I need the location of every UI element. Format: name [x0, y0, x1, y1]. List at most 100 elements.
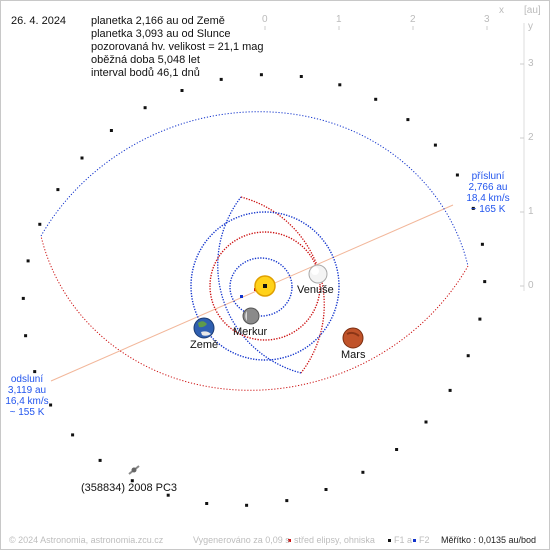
interval-marker — [98, 458, 102, 462]
interval-marker — [324, 488, 328, 491]
apsis-line — [50, 204, 454, 382]
asteroid-label: (358834) 2008 PC3 — [81, 482, 178, 494]
x-axis-name: x — [499, 5, 504, 16]
venus-icon — [308, 264, 328, 284]
aphelion-distance: 3,119 au — [7, 385, 47, 396]
perihelion-speed: 18,4 km/s — [466, 193, 510, 204]
asteroid-icon — [128, 465, 140, 475]
info-line-period: oběžná doba 5,048 let — [91, 54, 200, 66]
interval-marker — [24, 334, 28, 338]
mars-feature — [346, 331, 360, 337]
interval-marker — [56, 188, 60, 192]
y-tick-3: 3 — [528, 58, 534, 69]
info-line-distance-earth: planetka 2,166 au od Země — [91, 15, 225, 27]
axis-unit: [au] — [524, 5, 541, 16]
interval-marker — [299, 75, 303, 78]
y-tick-1: 1 — [528, 206, 534, 217]
venus-orbit — [209, 231, 321, 341]
info-line-interval: interval bodů 46,1 dnů — [91, 67, 200, 79]
x-tick-1: 1 — [336, 14, 342, 25]
interval-marker — [406, 118, 410, 122]
interval-marker — [361, 470, 365, 474]
asteroid-orbit-red — [40, 235, 469, 391]
mars-orbit-red — [240, 196, 325, 374]
interval-marker — [143, 106, 147, 110]
legend-f1-text: F1 a — [394, 535, 413, 545]
legend-center-swatch — [288, 539, 291, 542]
earth-cloud — [201, 331, 211, 336]
aphelion-title: odsluní — [10, 374, 44, 385]
legend-f2-text: F2 — [419, 535, 430, 545]
date-label: 26. 4. 2024 — [11, 15, 67, 27]
x-tick-3: 3 — [484, 14, 490, 25]
info-line-magnitude: pozorovaná hv. velikost = 21,1 mag — [91, 41, 264, 53]
interval-marker — [433, 143, 437, 147]
interval-marker — [71, 433, 75, 437]
interval-marker — [285, 499, 289, 503]
interval-marker — [424, 420, 428, 424]
mercury-label: Merkur — [233, 326, 268, 338]
y-tick-0: 0 — [528, 280, 534, 291]
interval-marker — [480, 242, 484, 246]
legend-center-text: střed elipsy, ohniska — [294, 535, 375, 545]
legend-f1-swatch — [388, 539, 391, 542]
interval-marker — [130, 479, 134, 483]
mars-icon — [342, 327, 364, 349]
interval-marker — [374, 97, 378, 101]
earth-orbit — [190, 211, 340, 361]
interval-marker — [180, 89, 184, 92]
x-axis-ticks — [264, 26, 488, 30]
y-tick-2: 2 — [528, 132, 534, 143]
interval-marker — [33, 370, 37, 374]
interval-marker — [166, 493, 170, 497]
interval-marker — [49, 403, 53, 407]
asteroid-orbit-blue — [40, 111, 469, 267]
mars-orbit-blue — [217, 196, 302, 374]
interval-marker — [466, 354, 470, 358]
perihelion-label: přísluní 2,766 au 18,4 km/s ~ 165 K — [453, 171, 523, 215]
mercury-shade — [245, 311, 247, 321]
interval-marker — [26, 259, 30, 263]
y-axis-name: y — [528, 21, 533, 32]
interval-marker — [455, 173, 459, 177]
venus-highlight — [311, 267, 319, 275]
interval-marker — [478, 317, 482, 321]
info-line-distance-sun: planetka 3,093 au od Slunce — [91, 28, 231, 40]
x-tick-0: 0 — [262, 14, 268, 25]
aphelion-label: odsluní 3,119 au 16,4 km/s ~ 155 K — [1, 374, 53, 418]
interval-marker — [483, 280, 487, 284]
legend-f2-swatch — [413, 539, 416, 542]
interval-marker — [259, 73, 263, 77]
interval-marker — [38, 222, 42, 226]
interval-markers — [21, 73, 487, 507]
venus-label: Venuše — [297, 284, 334, 296]
mars-label: Mars — [341, 349, 366, 361]
y-axis-ticks — [520, 63, 524, 287]
interval-marker — [205, 502, 209, 505]
interval-marker — [338, 83, 342, 87]
interval-marker — [245, 503, 249, 507]
copyright-text: © 2024 Astronomia, astronomia.zcu.cz — [9, 535, 164, 545]
interval-marker — [80, 156, 84, 160]
perihelion-temp: ~ 165 K — [470, 204, 506, 215]
x-tick-2: 2 — [410, 14, 416, 25]
perihelion-title: přísluní — [471, 171, 505, 182]
interval-marker — [21, 296, 25, 300]
interval-marker — [448, 388, 452, 392]
perihelion-distance: 2,766 au — [468, 182, 508, 193]
scale-text: Měřítko : 0,0135 au/bod — [441, 535, 537, 545]
earth-land — [198, 321, 207, 328]
earth-label: Země — [190, 339, 219, 351]
interval-marker — [219, 77, 223, 81]
generated-time-text: Vygenerováno za 0,09 s — [193, 535, 290, 545]
sun-focus-marker — [263, 284, 267, 288]
interval-marker — [109, 129, 113, 132]
interval-marker — [395, 448, 399, 451]
aphelion-speed: 16,4 km/s — [5, 396, 49, 407]
aphelion-temp: ~ 155 K — [9, 407, 45, 418]
mercury-orbit — [229, 257, 293, 317]
interval-marker — [471, 206, 475, 210]
focus-f2-marker — [240, 295, 243, 298]
